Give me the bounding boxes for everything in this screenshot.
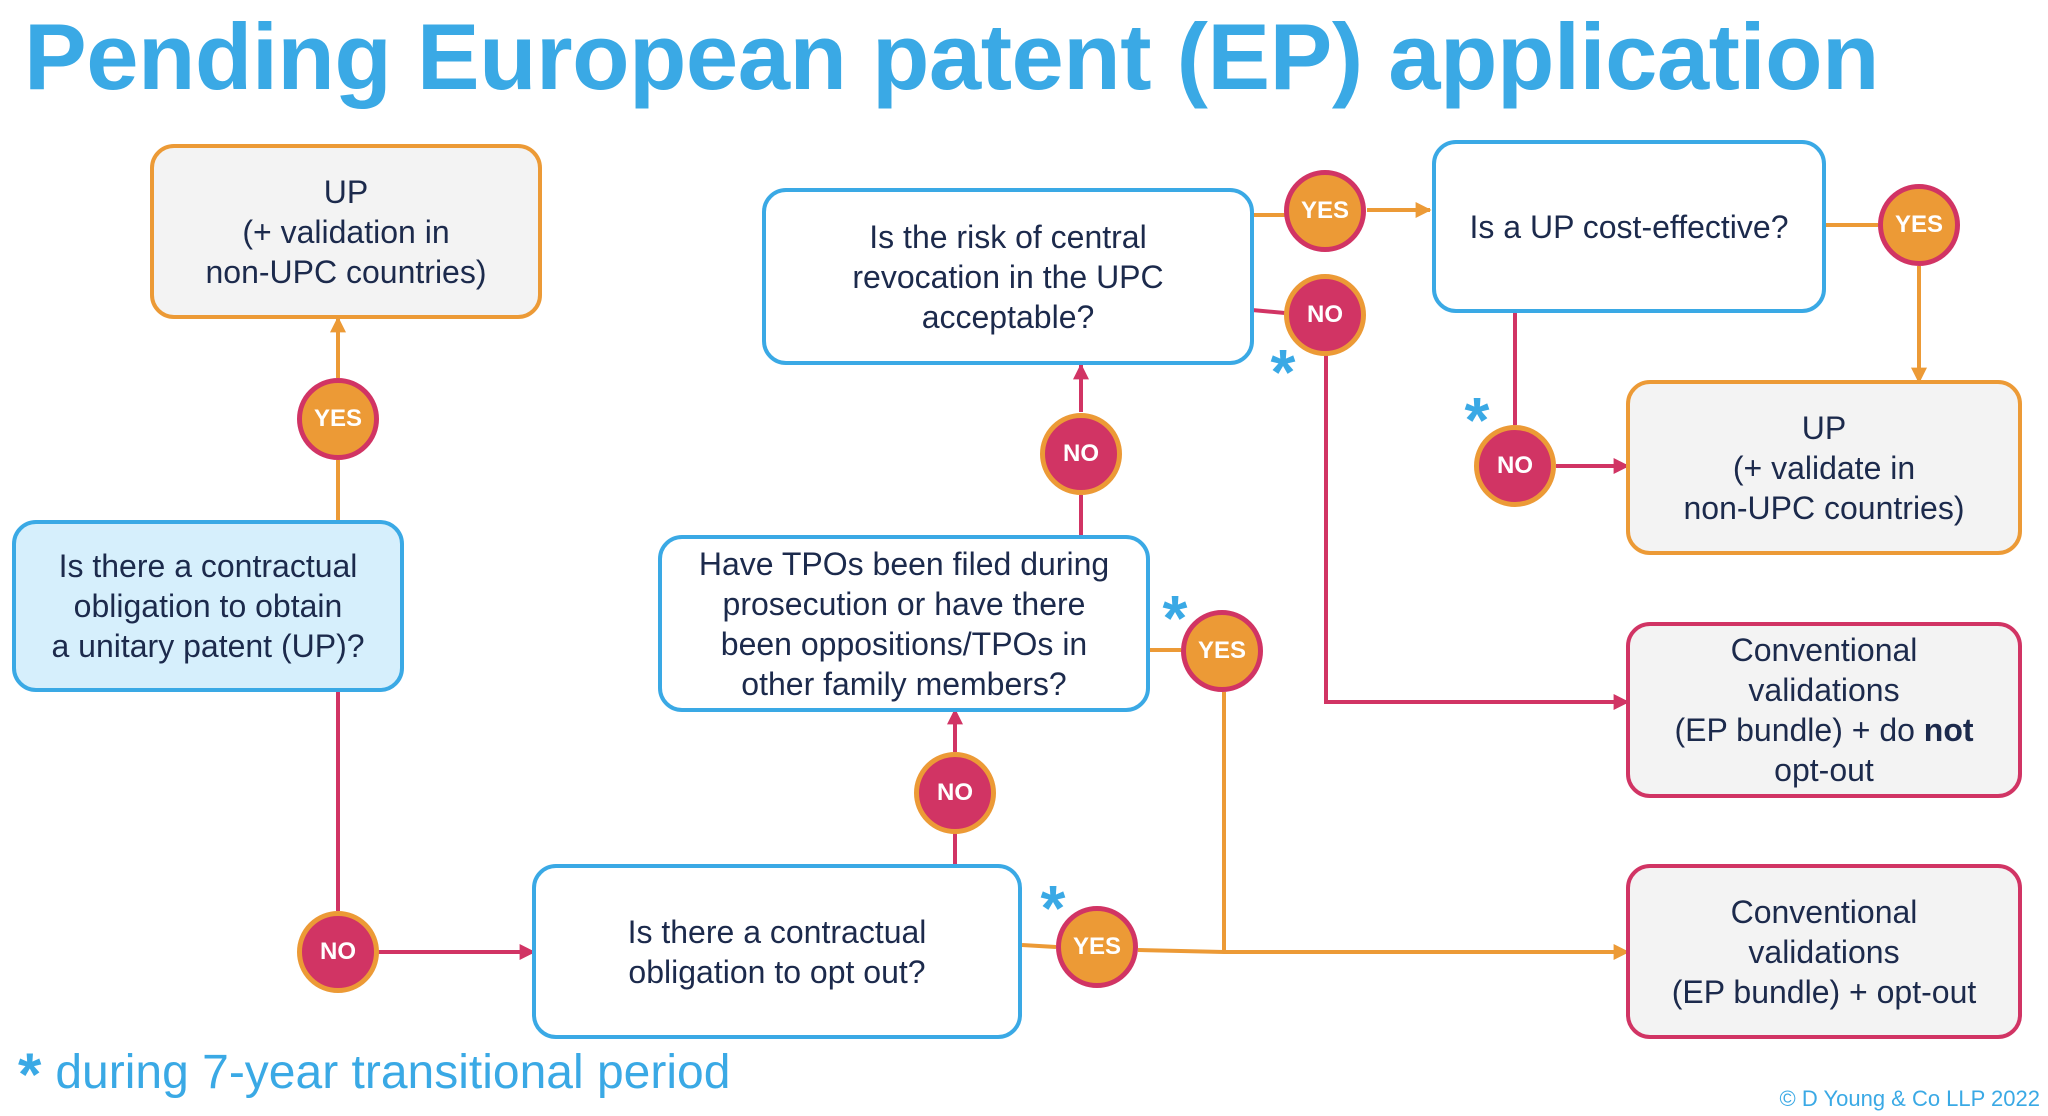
conv-no-optout-box: Conventional validations (EP bundle) + d… — [1626, 622, 2022, 798]
footnote-asterisk: * — [18, 1041, 42, 1109]
revocation-question-text: Is the risk of central revocation in the… — [852, 218, 1164, 335]
optout-question-text: Is there a contractual obligation to opt… — [627, 913, 927, 990]
up-outcome-right-box: UP (+ validate in non-UPC countries) — [1626, 380, 2022, 555]
tpo-question-box: Have TPOs been filed during prosecution … — [658, 535, 1150, 712]
asterisk-tpo-yes: * — [1162, 582, 1188, 654]
conv-no-optout-text: Conventional validations (EP bundle) + d… — [1674, 630, 1973, 790]
revocation-question-box: Is the risk of central revocation in the… — [762, 188, 1254, 365]
up-outcome-right-text: UP (+ validate in non-UPC countries) — [1683, 409, 1965, 526]
page-title: Pending European patent (EP) application — [24, 4, 1879, 109]
cost-question-box: Is a UP cost-effective? — [1432, 140, 1826, 313]
conv-no-optout-suffix: opt-out — [1774, 752, 1874, 788]
up-outcome-top-text: UP (+ validation in non-UPC countries) — [205, 173, 487, 290]
footnote-text: during 7-year transitional period — [55, 1046, 731, 1099]
conv-no-optout-prefix: Conventional validations (EP bundle) + d… — [1674, 632, 1918, 748]
footnote: *during 7-year transitional period — [18, 1040, 731, 1109]
asterisk-revocation-no: * — [1270, 336, 1296, 408]
connector-optout-yes — [1021, 943, 1057, 949]
yes-badge-tpo: YES — [1181, 610, 1263, 692]
conv-optout-text: Conventional validations (EP bundle) + o… — [1671, 893, 1977, 1010]
tpo-question-text: Have TPOs been filed during prosecution … — [698, 545, 1110, 702]
yes-badge-optout: YES — [1056, 906, 1138, 988]
no-badge-cost: NO — [1474, 425, 1556, 507]
optout-question-box: Is there a contractual obligation to opt… — [532, 864, 1022, 1039]
up-outcome-top-box: UP (+ validation in non-UPC countries) — [150, 144, 542, 319]
conv-no-optout-bold: not — [1923, 712, 1974, 748]
no-badge-optout: NO — [914, 752, 996, 834]
no-badge-tpo: NO — [1040, 413, 1122, 495]
connector-no-conv-no-optout — [1324, 355, 1630, 710]
conv-optout-box: Conventional validations (EP bundle) + o… — [1626, 864, 2022, 1039]
connector-yes-conv-optout — [1137, 944, 1630, 960]
yes-badge-cost: YES — [1878, 184, 1960, 266]
start-question-text: Is there a contractual obligation to obt… — [51, 548, 365, 664]
asterisk-cost-no: * — [1464, 384, 1490, 456]
cost-question-text: Is a UP cost-effective? — [1469, 208, 1789, 245]
no-badge-revocation: NO — [1284, 274, 1366, 356]
yes-badge-revocation: YES — [1284, 170, 1366, 252]
yes-badge-start: YES — [297, 378, 379, 460]
asterisk-optout-yes: * — [1040, 872, 1066, 944]
connector-revocation-no — [1251, 308, 1286, 315]
no-badge-start: NO — [297, 911, 379, 993]
start-question-box: Is there a contractual obligation to obt… — [12, 520, 404, 692]
copyright: © D Young & Co LLP 2022 — [1779, 1086, 2040, 1111]
